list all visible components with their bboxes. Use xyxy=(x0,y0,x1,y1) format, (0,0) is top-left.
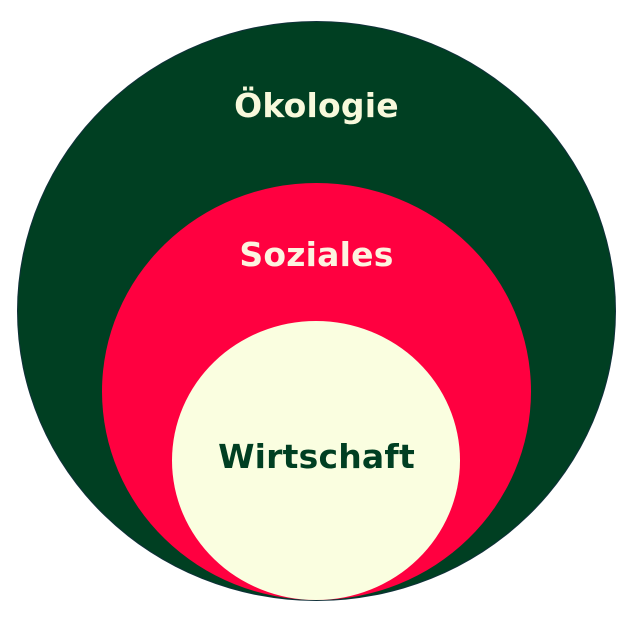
social-label: Soziales xyxy=(239,235,394,274)
economy-label: Wirtschaft xyxy=(218,437,415,476)
economy-circle xyxy=(172,321,460,600)
ecology-label: Ökologie xyxy=(234,86,399,125)
